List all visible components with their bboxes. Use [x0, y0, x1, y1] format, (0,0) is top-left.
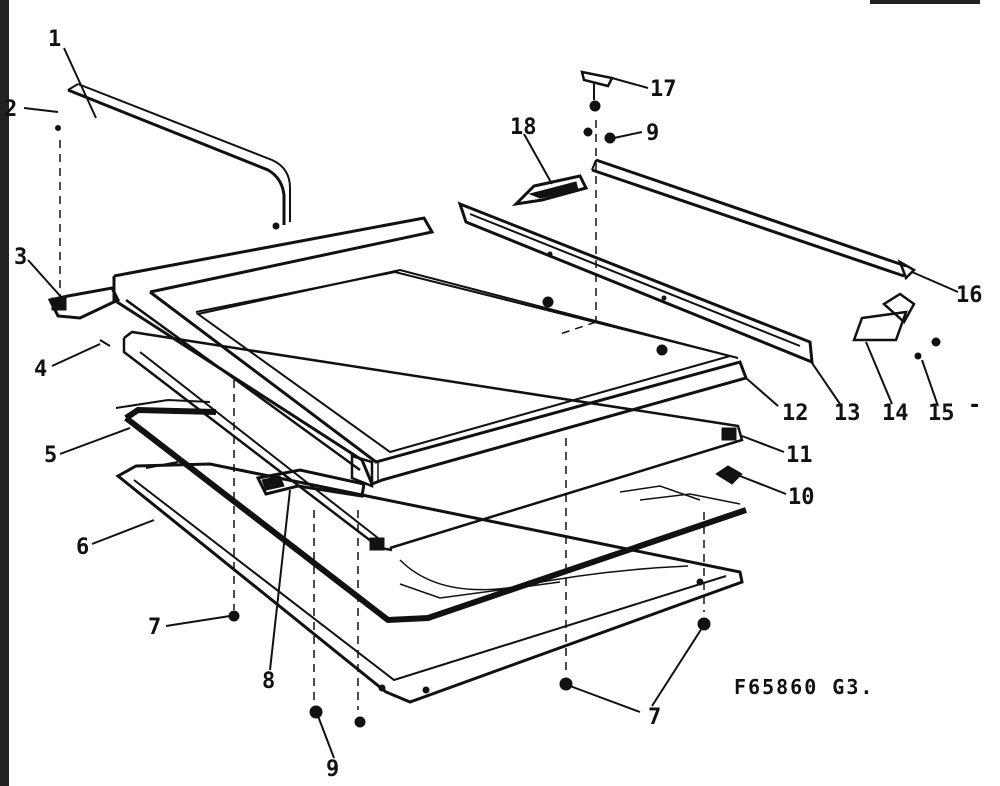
label-4: 4	[34, 357, 47, 382]
part-4-clip	[99, 339, 111, 347]
part-9-screw-top	[583, 127, 616, 144]
part-5-seal	[115, 398, 747, 624]
part-6-bottom-tray	[115, 461, 744, 704]
label-7-right: 7	[648, 705, 661, 730]
label-6: 6	[76, 535, 89, 560]
label-2: 2	[4, 97, 17, 122]
part-11-sash-frame	[122, 330, 744, 552]
leader-lines	[23, 47, 959, 759]
label-9-top: 9	[646, 121, 659, 146]
part-3-hinge-left	[47, 286, 121, 320]
label-12: 12	[782, 401, 809, 426]
part-15-screw	[914, 337, 941, 360]
part-17-fastener	[580, 70, 614, 112]
rail-screw-2	[656, 344, 668, 356]
screw-7c	[697, 617, 711, 631]
part-16-rod	[591, 158, 917, 281]
screw-7b	[559, 677, 573, 691]
label-5: 5	[44, 443, 57, 468]
leader-dash-top-2	[559, 321, 597, 335]
label-15: 15	[928, 401, 955, 426]
label-1: 1	[48, 27, 61, 52]
label-13: 13	[834, 401, 861, 426]
rail-screw-1	[542, 296, 554, 308]
label-3: 3	[14, 245, 27, 270]
label-14: 14	[882, 401, 909, 426]
label-16: 16	[956, 283, 983, 308]
figure-code: F65860 G3.	[734, 675, 874, 699]
label-17: 17	[650, 77, 677, 102]
screw-7a	[228, 610, 240, 622]
label-10-right: 10	[788, 485, 815, 510]
tray-inner-detail	[399, 485, 701, 599]
part-10-fitting	[715, 465, 743, 485]
part-14-bracket	[852, 292, 916, 342]
window-glass-panel	[195, 268, 734, 454]
label-8: 8	[262, 669, 275, 694]
part-8-handle	[255, 468, 366, 498]
part-2-screw	[55, 125, 61, 131]
screw-9a	[309, 705, 323, 719]
part-18-latch	[511, 174, 589, 207]
part-1-top-rail	[67, 83, 291, 230]
part-12-front-frame	[112, 216, 748, 488]
label-18: 18	[510, 115, 537, 140]
screw-9b	[354, 716, 366, 728]
label-7-left: 7	[148, 615, 161, 640]
label-11: 11	[786, 443, 813, 468]
label-mark-right: -	[968, 393, 981, 418]
scan-edge-top-right	[870, 0, 980, 4]
scan-edge-left	[0, 0, 9, 786]
label-9-bottom: 9	[326, 757, 339, 782]
